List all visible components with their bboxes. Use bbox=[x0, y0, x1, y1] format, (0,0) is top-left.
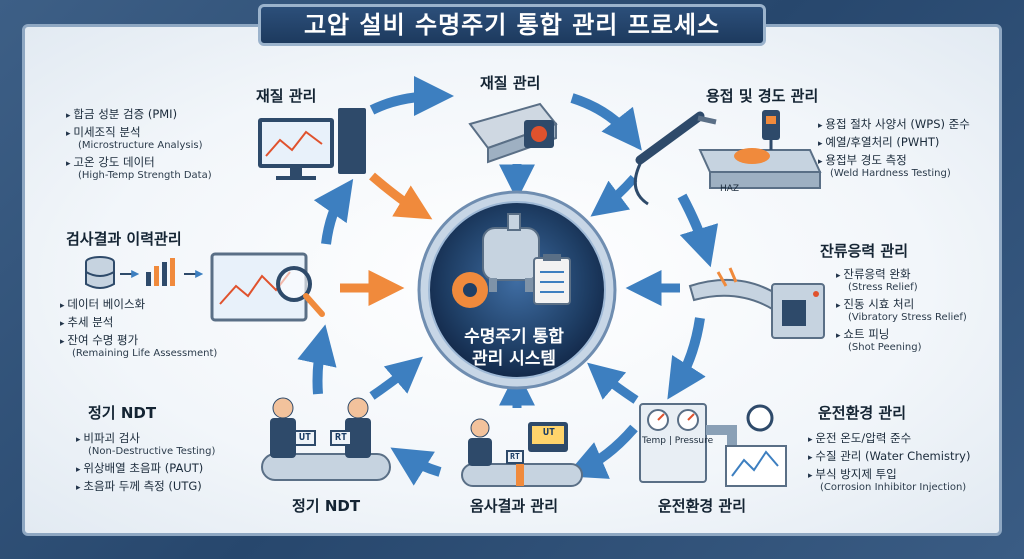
inspector-figure bbox=[468, 418, 492, 466]
rt-device-tag: RT bbox=[506, 450, 524, 464]
hub-arrow-operation bbox=[587, 362, 639, 404]
material-left-list: 합금 성분 검증 (PMI) 미세조직 분석(Microstructure An… bbox=[66, 107, 212, 186]
ndt-left-list: 비파괴 검사(Non-Destructive Testing) 위상배열 초음파… bbox=[76, 431, 215, 498]
list-item: 쇼트 피닝(Shot Peening) bbox=[836, 327, 967, 354]
list-item: 고온 강도 데이터(High-Temp Strength Data) bbox=[66, 155, 212, 182]
cycle-arrow-5 bbox=[565, 424, 638, 479]
residual-list: 잔류응력 완화(Stress Relief) 진동 시효 처리(Vibrator… bbox=[836, 267, 967, 358]
haz-label: HAZ bbox=[720, 184, 740, 194]
hub-arrow-ndt bbox=[369, 356, 423, 400]
hub-arrow-weld bbox=[590, 175, 638, 217]
cycle-arrows bbox=[297, 76, 719, 486]
ndt-bottom-label: 정기 NDT bbox=[292, 497, 361, 515]
hub-title-line1: 수명주기 통합 bbox=[464, 327, 564, 347]
history-list: 데이터 베이스화 추세 분석 잔여 수명 평가(Remaining Life A… bbox=[60, 297, 217, 364]
magnifier-icon bbox=[276, 266, 325, 317]
cycle-arrow-1 bbox=[369, 76, 454, 117]
cycle-arrow-3 bbox=[677, 193, 719, 268]
technician-figure-2 bbox=[345, 397, 371, 458]
trend-chart-icon bbox=[725, 445, 787, 487]
cycle-arrow-4 bbox=[667, 317, 706, 400]
list-item: 운전 온도/압력 준수 bbox=[808, 431, 970, 446]
list-item: 용접부 경도 측정(Weld Hardness Testing) bbox=[818, 153, 970, 180]
bar-chart-icon bbox=[146, 258, 175, 286]
weld-plate-icon bbox=[698, 148, 822, 189]
list-item: 데이터 베이스화 bbox=[60, 297, 217, 312]
material-top-label: 재질 관리 bbox=[480, 74, 541, 92]
inspection-bottom-label: 옴사결과 관리 bbox=[470, 497, 559, 515]
database-icon bbox=[85, 256, 115, 289]
ut-tag: UT bbox=[294, 430, 316, 446]
list-item: 초음파 두께 측정 (UTG) bbox=[76, 479, 215, 494]
gauge-panel-icon bbox=[639, 403, 707, 483]
ut-device-icon bbox=[528, 422, 568, 452]
operation-bottom-label: 운전환경 관리 bbox=[658, 497, 747, 515]
cycle-arrow-8 bbox=[313, 178, 354, 245]
hub-arrow-material bbox=[369, 172, 433, 220]
residual-label: 잔류응력 관리 bbox=[820, 242, 909, 260]
page-title: 고압 설비 수명주기 통합 관리 프로세스 bbox=[258, 4, 766, 46]
gauge-label: Temp | Pressure bbox=[642, 436, 714, 446]
material-left-label: 재질 관리 bbox=[256, 87, 317, 105]
ndt-left-label: 정기 NDT bbox=[88, 404, 157, 422]
hub-title-line2: 관리 시스템 bbox=[471, 349, 557, 369]
welding-list: 용접 절차 사양서 (WPS) 준수 예열/후열처리 (PWHT) 용접부 경도… bbox=[818, 117, 970, 184]
history-label: 검사결과 이력관리 bbox=[66, 230, 182, 248]
list-item: 수질 관리 (Water Chemistry) bbox=[808, 449, 970, 464]
list-item: 잔여 수명 평가(Remaining Life Assessment) bbox=[60, 333, 217, 360]
ndt-pipe-icon bbox=[261, 453, 391, 481]
hub-title: 수명주기 통합 관리 시스템 bbox=[452, 326, 576, 370]
furnace-icon bbox=[771, 283, 825, 339]
list-item: 위상배열 초음파 (PAUT) bbox=[76, 461, 215, 476]
cycle-arrow-7 bbox=[297, 324, 337, 395]
hardness-tester-icon bbox=[762, 110, 780, 150]
list-item: 합금 성분 검증 (PMI) bbox=[66, 107, 212, 122]
list-item: 부식 방지제 투입(Corrosion Inhibitor Injection) bbox=[808, 467, 970, 494]
cycle-arrow-2 bbox=[570, 93, 642, 151]
steel-ingot-icon bbox=[468, 102, 558, 164]
pressure-vessel-icon bbox=[482, 213, 540, 292]
list-item: 추세 분석 bbox=[60, 315, 217, 330]
welding-label: 용접 및 경도 관리 bbox=[706, 87, 819, 105]
list-item: 잔류응력 완화(Stress Relief) bbox=[836, 267, 967, 294]
pipe-inspection-icon bbox=[461, 463, 583, 487]
list-item: 비파괴 검사(Non-Destructive Testing) bbox=[76, 431, 215, 458]
list-item: 미세조직 분석(Microstructure Analysis) bbox=[66, 125, 212, 152]
welding-torch-icon bbox=[633, 111, 717, 206]
operation-label: 운전환경 관리 bbox=[818, 404, 907, 422]
hub-arrows bbox=[340, 164, 680, 408]
curved-plate-icon bbox=[688, 267, 782, 312]
list-item: 용접 절차 사양서 (WPS) 준수 bbox=[818, 117, 970, 132]
list-item: 진동 시효 처리(Vibratory Stress Relief) bbox=[836, 297, 967, 324]
technician-figure-1 bbox=[270, 397, 296, 458]
rt-tag: RT bbox=[330, 430, 352, 446]
central-hub bbox=[417, 190, 617, 390]
clipboard-icon bbox=[533, 254, 571, 305]
gear-icon bbox=[452, 272, 488, 308]
cycle-arrow-6 bbox=[390, 447, 442, 486]
ut-device-tag: UT bbox=[542, 427, 556, 438]
operation-list: 운전 온도/압력 준수 수질 관리 (Water Chemistry) 부식 방… bbox=[808, 431, 970, 498]
computer-monitor-icon bbox=[258, 108, 366, 180]
list-item: 예열/후열처리 (PWHT) bbox=[818, 135, 970, 150]
